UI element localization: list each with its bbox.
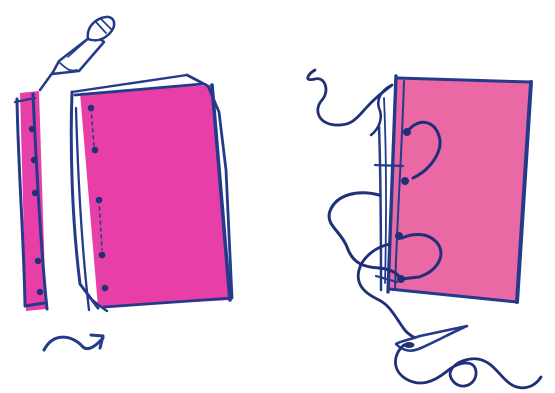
magenta-book xyxy=(69,73,234,313)
stitch-loops xyxy=(395,120,443,283)
stitch-hole-dot xyxy=(403,128,411,136)
thread-icon xyxy=(306,68,446,343)
hole-dot xyxy=(31,189,39,197)
awl-icon xyxy=(38,15,116,92)
pink-book xyxy=(373,74,533,304)
hole-dot xyxy=(30,156,38,164)
needle-icon xyxy=(394,324,543,390)
spine-strip xyxy=(13,91,49,311)
stitch-hole-dot xyxy=(395,232,403,240)
hole-dot xyxy=(34,257,42,265)
left-scene xyxy=(13,15,234,352)
hole-dot xyxy=(36,288,44,296)
hole-dot xyxy=(91,146,99,154)
hole-dot xyxy=(28,125,36,133)
stitch-hole-dot xyxy=(401,177,409,185)
arrow-icon xyxy=(42,333,105,352)
right-scene xyxy=(306,68,543,390)
hole-dot xyxy=(101,284,109,292)
hole-dot xyxy=(98,251,106,259)
